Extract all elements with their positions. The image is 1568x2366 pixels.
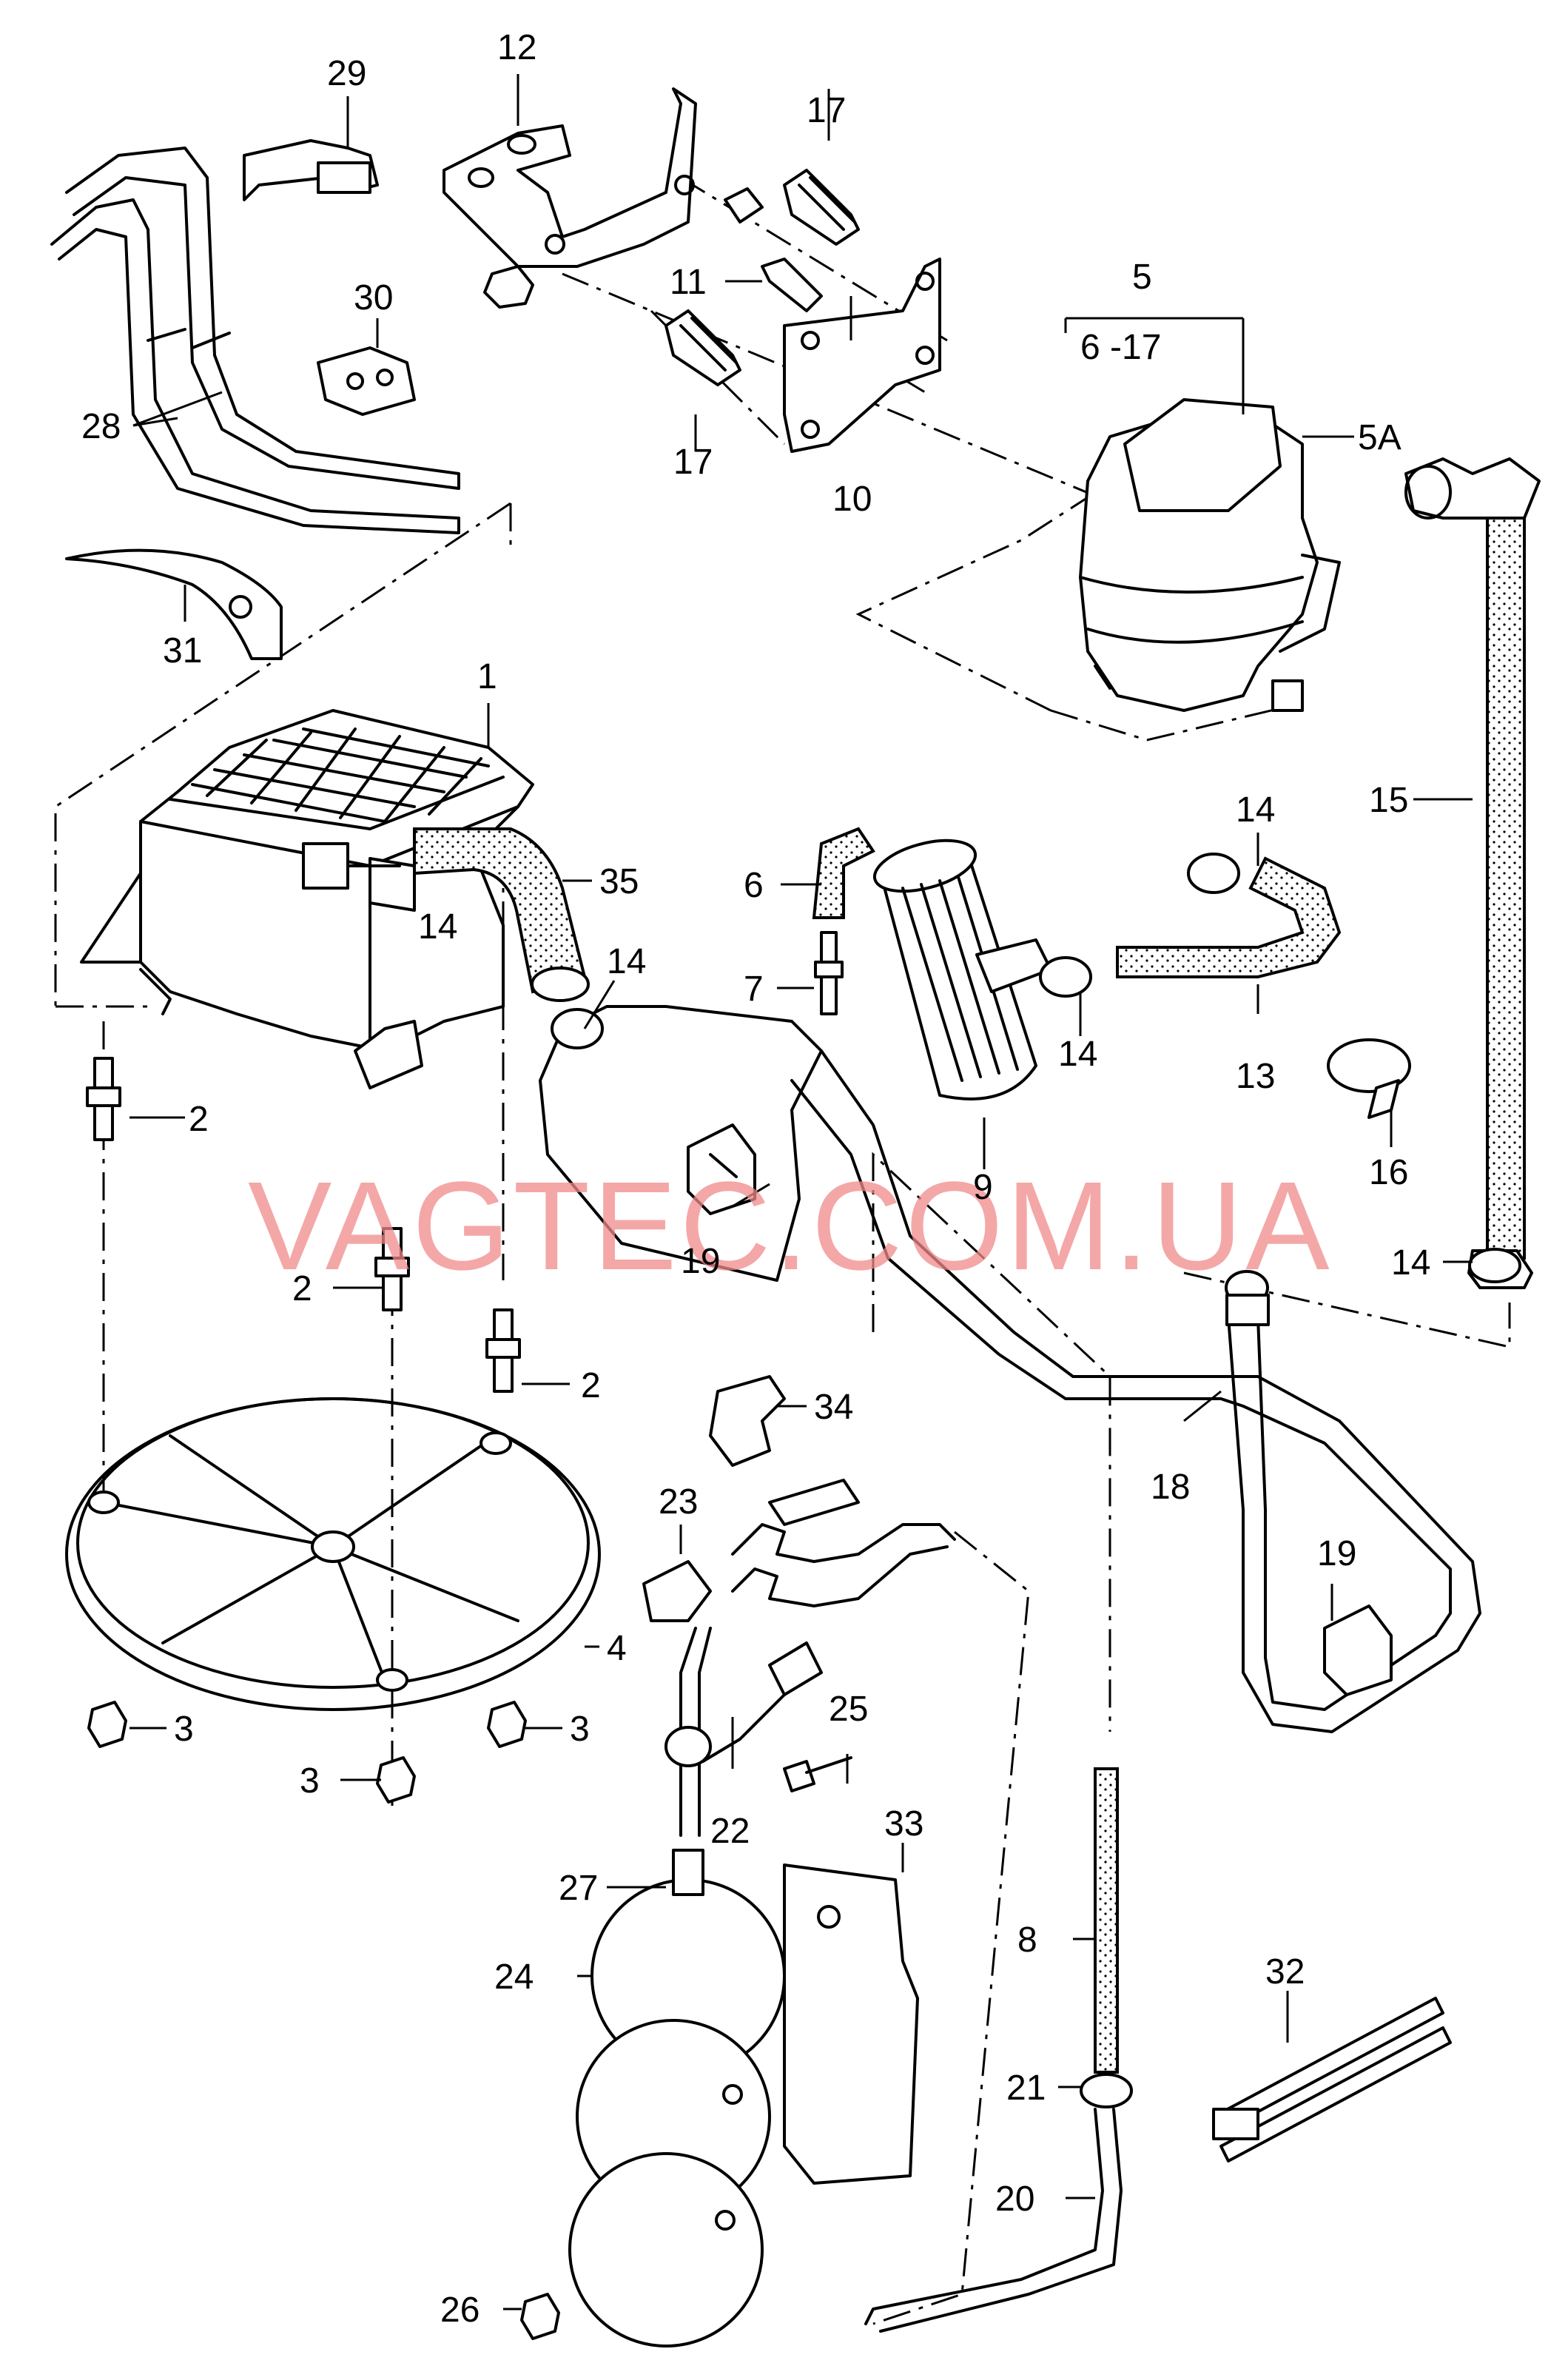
connector-fitting — [783, 169, 860, 246]
callout-11: 11 — [670, 263, 707, 302]
callout-27: 27 — [559, 1869, 598, 1908]
hex-nut — [520, 2293, 560, 2340]
leader-lines — [129, 74, 1473, 2310]
heat-shield — [65, 548, 283, 660]
callout-16: 16 — [1369, 1153, 1408, 1192]
callout-3: 3 — [174, 1710, 194, 1749]
bolt — [724, 187, 823, 312]
callout-2: 2 — [292, 1269, 312, 1308]
callout-14: 14 — [1236, 790, 1275, 830]
assembly-lines — [54, 176, 1511, 2325]
callout-6: 6 — [744, 866, 764, 905]
callout-34: 34 — [814, 1388, 853, 1427]
callout-22: 22 — [710, 1812, 750, 1851]
callout-3: 3 — [300, 1761, 320, 1801]
cable-tie — [1212, 1997, 1452, 2162]
stud-bolt — [86, 1057, 121, 1141]
activated-charcoal-canister — [80, 709, 534, 1089]
callout-4: 4 — [607, 1629, 627, 1668]
callout-labels: 1 2 2 2 3 3 3 4 5 6 -17 5A 6 7 8 9 10 11… — [81, 28, 1430, 2330]
callout-2: 2 — [581, 1366, 601, 1405]
mounting-bracket — [443, 87, 697, 268]
callout-19: 19 — [681, 1242, 720, 1281]
callout-33: 33 — [884, 1804, 923, 1844]
callout-35: 35 — [599, 862, 639, 901]
callout-10: 10 — [832, 480, 872, 519]
callout-9: 9 — [973, 1168, 993, 1207]
hex-nut — [87, 1701, 527, 1804]
callout-14: 14 — [1058, 1035, 1097, 1074]
callout-7: 7 — [744, 969, 764, 1009]
callout-5a: 5A — [1358, 418, 1402, 457]
hose-clamp — [1327, 1038, 1411, 1119]
callout-24: 24 — [494, 1957, 534, 1997]
valve-bracket — [783, 258, 941, 453]
hose-bent — [1116, 856, 1342, 978]
hose-short — [413, 827, 590, 1002]
callout-5-range: 6 -17 — [1080, 328, 1161, 367]
callout-14: 14 — [418, 907, 457, 947]
pipe-clip — [243, 139, 379, 201]
callout-2: 2 — [189, 1100, 209, 1139]
callout-30: 30 — [354, 278, 393, 317]
pipe-clip — [687, 1123, 756, 1215]
pipe-clip — [1323, 1604, 1393, 1696]
callout-13: 13 — [1236, 1057, 1275, 1096]
callout-23: 23 — [659, 1482, 698, 1522]
callout-8: 8 — [1017, 1920, 1037, 1960]
vent-pipes — [50, 147, 460, 534]
pipe-clip — [317, 346, 416, 416]
watermark: VAGTEC.COM.UA — [248, 1156, 1333, 1297]
callout-15: 15 — [1369, 781, 1408, 820]
callout-21: 21 — [1006, 2068, 1046, 2108]
hose-clamp — [551, 853, 1521, 1283]
elbow-hose — [812, 827, 875, 919]
pressure-accumulator — [568, 1849, 919, 2347]
hose-long — [1404, 457, 1541, 1289]
callout-3: 3 — [570, 1710, 590, 1749]
callout-5: 5 — [1132, 258, 1152, 297]
fuel-filter — [872, 838, 1052, 1100]
callout-25: 25 — [829, 1690, 868, 1729]
callout-28: 28 — [81, 407, 121, 446]
callout-31: 31 — [163, 631, 202, 671]
mounting-plate — [65, 1397, 601, 1711]
callout-17: 17 — [673, 443, 713, 482]
stud-bolt — [374, 1227, 410, 1311]
callout-14: 14 — [1391, 1243, 1430, 1283]
callout-26: 26 — [440, 2291, 480, 2330]
connector-fitting — [814, 931, 844, 1015]
hex-nut — [483, 265, 534, 309]
callout-20: 20 — [995, 2180, 1034, 2219]
callout-18: 18 — [1151, 1468, 1190, 1507]
pressure-lines — [642, 1479, 956, 1837]
bolt — [783, 1756, 852, 1792]
callout-32: 32 — [1265, 1952, 1305, 1992]
stud-bolt — [485, 1308, 521, 1393]
callout-12: 12 — [497, 28, 536, 67]
vent-line — [539, 1005, 1481, 1733]
callout-14: 14 — [607, 942, 646, 981]
hose-short — [864, 1767, 1133, 2333]
callout-1: 1 — [477, 657, 497, 696]
solenoid-valve — [1079, 398, 1341, 712]
connector-fitting — [664, 309, 741, 386]
callout-17: 17 — [807, 91, 846, 130]
callout-19: 19 — [1317, 1534, 1356, 1573]
callout-29: 29 — [327, 54, 366, 93]
retaining-clip — [709, 1375, 786, 1467]
